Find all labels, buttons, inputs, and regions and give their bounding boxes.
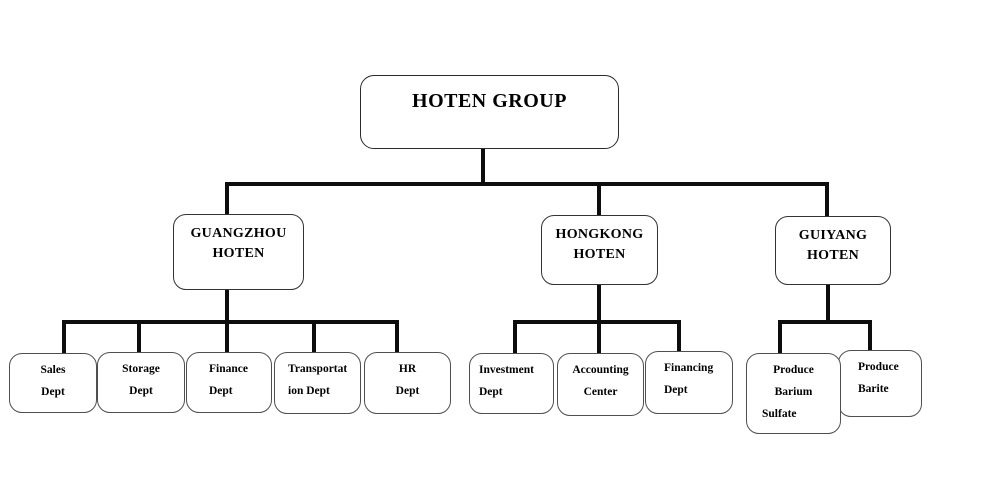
- connector-level1-bus: [225, 182, 829, 186]
- node-label-line: Finance: [209, 363, 248, 375]
- node-label-line: Accounting: [572, 364, 629, 376]
- node-label-line: Produce: [858, 361, 899, 373]
- node-storage-dept[interactable]: Storage Dept: [97, 352, 185, 413]
- node-guangzhou-hoten[interactable]: GUANGZHOU HOTEN: [173, 214, 304, 290]
- node-label-line: Barite: [858, 383, 889, 395]
- connector-drop-sales: [62, 323, 66, 354]
- connector-drop-produce-barium-sulfate: [778, 323, 782, 355]
- node-label-line: Barium: [774, 386, 813, 398]
- connector-drop-financing: [677, 323, 681, 354]
- connector-guiyang-stem: [826, 284, 830, 323]
- node-label-line: HOTEN GROUP: [412, 90, 567, 112]
- node-finance-dept[interactable]: Finance Dept: [186, 352, 272, 413]
- node-accounting-center[interactable]: Accounting Center: [557, 353, 644, 416]
- connector-drop-produce-barite: [868, 323, 872, 351]
- node-hoten-group[interactable]: HOTEN GROUP: [360, 75, 619, 149]
- node-investment-dept[interactable]: Investment Dept: [469, 353, 554, 414]
- node-produce-barite[interactable]: Produce Barite: [838, 350, 922, 417]
- node-label-line: Dept: [395, 385, 420, 397]
- node-hr-dept[interactable]: HR Dept: [364, 352, 451, 414]
- node-label-line: Transportat: [288, 363, 348, 375]
- node-hongkong-hoten[interactable]: HONGKONG HOTEN: [541, 215, 658, 285]
- node-label-line: Dept: [664, 384, 688, 396]
- connector-drop-investment: [513, 323, 517, 354]
- node-label-line: Sulfate: [762, 408, 797, 420]
- node-label-line: Sales: [40, 364, 66, 376]
- connector-guiyang-bus: [778, 320, 872, 324]
- node-label-line: HOTEN: [806, 248, 860, 263]
- connector-drop-finance: [225, 323, 229, 354]
- connector-drop-guiyang: [825, 184, 829, 217]
- node-label-line: Storage: [122, 363, 160, 375]
- connector-drop-hongkong: [597, 184, 601, 216]
- connector-drop-hr: [395, 323, 399, 354]
- connector-drop-guangzhou: [225, 184, 229, 215]
- node-label-line: HOTEN: [573, 247, 626, 262]
- node-label-line: HOTEN: [212, 246, 265, 261]
- connector-drop-transportation: [312, 323, 316, 354]
- node-label-line: Center: [583, 386, 618, 398]
- node-label-line: GUANGZHOU: [190, 226, 287, 241]
- connector-drop-accounting: [597, 323, 601, 354]
- connector-hongkong-bus: [513, 320, 681, 324]
- node-transportation-dept[interactable]: Transportat ion Dept: [274, 352, 361, 414]
- node-label-line: GUIYANG: [798, 228, 868, 243]
- node-label-line: Dept: [479, 386, 503, 398]
- connector-guangzhou-stem: [225, 289, 229, 323]
- node-label-line: Dept: [41, 386, 65, 398]
- node-label-line: Investment: [479, 364, 534, 376]
- node-label-line: Dept: [209, 385, 233, 397]
- node-sales-dept[interactable]: Sales Dept: [9, 353, 97, 413]
- node-guiyang-hoten[interactable]: GUIYANG HOTEN: [775, 216, 891, 285]
- connector-guangzhou-bus: [62, 320, 399, 324]
- node-label-line: ion Dept: [288, 385, 330, 397]
- node-label-line: Dept: [129, 385, 153, 397]
- node-produce-barium-sulfate[interactable]: Produce Barium Sulfate: [746, 353, 841, 434]
- connector-root-stem: [481, 148, 485, 185]
- connector-hongkong-stem: [597, 284, 601, 323]
- node-financing-dept[interactable]: Financing Dept: [645, 351, 733, 414]
- node-label-line: HR: [398, 363, 417, 375]
- node-label-line: Produce: [773, 364, 814, 376]
- connector-drop-storage: [137, 323, 141, 354]
- node-label-line: Financing: [664, 362, 714, 374]
- node-label-line: HONGKONG: [555, 227, 644, 242]
